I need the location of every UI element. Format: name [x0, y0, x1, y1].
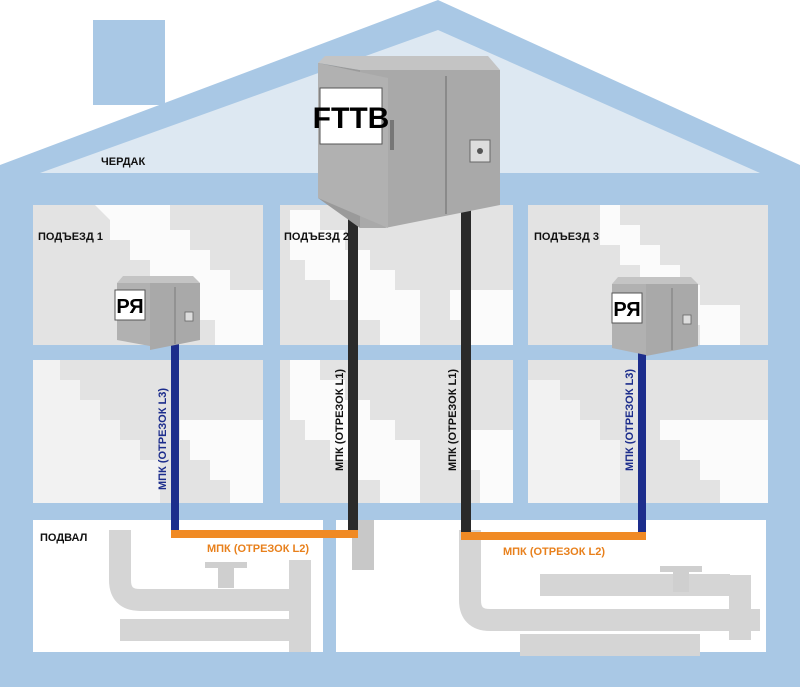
- entrance-2-lower: [280, 360, 513, 503]
- basement-pipes: [109, 530, 760, 656]
- fttb-label-plate: [319, 87, 383, 145]
- cable-l1-right: [461, 205, 471, 537]
- cable-l2-right-label: МПК (ОТРЕЗОК L2): [503, 546, 605, 558]
- floor-box-3-plate: [611, 292, 643, 324]
- area-labels: ЧЕРДАК ПОДЪЕЗД 1 ПОДЪЕЗД 2 ПОДЪЕЗД 3 ПОД…: [38, 156, 599, 544]
- floor-box-1-label: РЯ: [116, 296, 143, 318]
- floor-box-3: РЯ: [611, 277, 698, 356]
- cable-l2-left-label: МПК (ОТРЕЗОК L2): [207, 543, 309, 555]
- chimney: [93, 20, 165, 105]
- entrance-1-label: ПОДЪЕЗД 1: [38, 231, 103, 243]
- basement: [33, 520, 766, 656]
- fttb-label: FTTB: [313, 102, 390, 135]
- floor-box-1: РЯ: [114, 276, 200, 350]
- cable-l2-right: [461, 532, 646, 540]
- cable-l3-left: [171, 343, 179, 536]
- entrance-1-upper: [33, 205, 263, 345]
- cables: [171, 205, 646, 540]
- attic-label: ЧЕРДАК: [101, 156, 145, 168]
- entrance-1-lower: [33, 360, 263, 503]
- cable-l1-left: [348, 205, 358, 535]
- cable-l3-right-label: МПК (ОТРЕЗОК L3): [624, 369, 636, 471]
- cable-l1-right-label: МПК (ОТРЕЗОК L1): [447, 369, 459, 471]
- fttb-cabinet: FTTB: [313, 56, 500, 228]
- cable-l3-right: [638, 353, 646, 538]
- entrance-3-lower: [528, 360, 768, 503]
- cable-l3-left-label: МПК (ОТРЕЗОК L3): [157, 388, 169, 490]
- floor-box-1-plate: [114, 289, 146, 321]
- cable-l2-left: [171, 530, 358, 538]
- cable-l1-left-label: МПК (ОТРЕЗОК L1): [334, 369, 346, 471]
- entrance-3-label: ПОДЪЕЗД 3: [534, 231, 599, 243]
- entrance-2-upper: [280, 205, 513, 345]
- basement-valves: [205, 562, 702, 592]
- floor-box-3-label: РЯ: [613, 299, 640, 321]
- basement-label: ПОДВАЛ: [40, 532, 87, 544]
- cable-labels: МПК (ОТРЕЗОК L3) МПК (ОТРЕЗОК L1) МПК (О…: [157, 369, 636, 558]
- entrance-2-label: ПОДЪЕЗД 2: [284, 231, 349, 243]
